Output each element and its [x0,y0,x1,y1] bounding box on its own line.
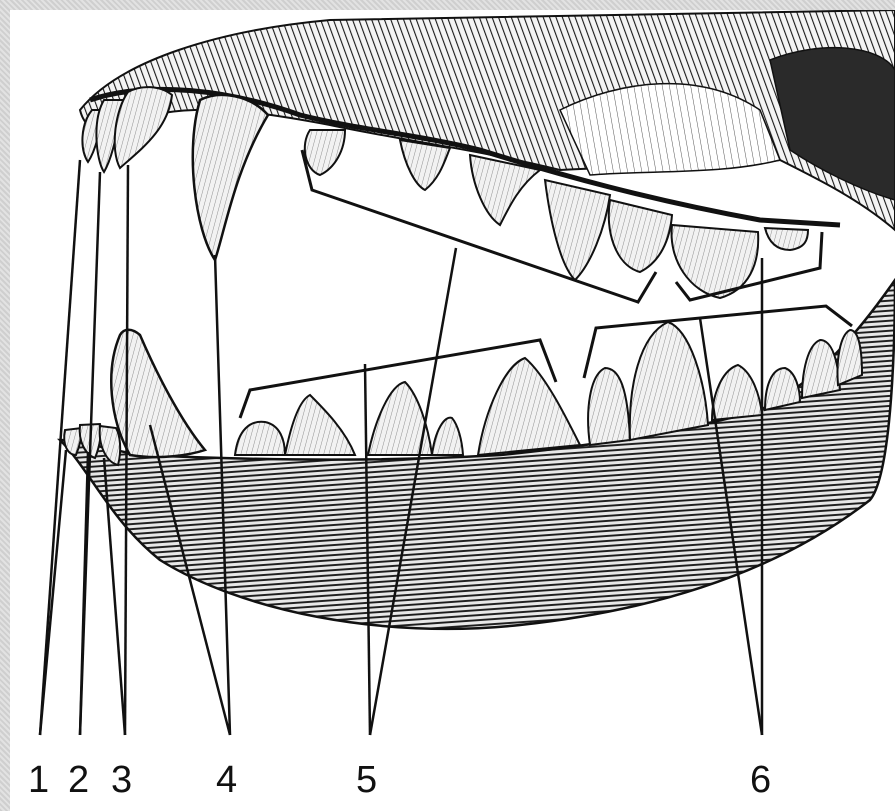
label-1: 1 [28,759,49,801]
label-3: 3 [111,759,132,801]
lower-premolar-4 [432,418,463,455]
upper-molar-3 [765,228,808,250]
lower-premolar-2 [285,395,355,455]
lower-molar-5 [802,340,840,398]
illustration-panel: 1 2 3 4 5 6 [10,10,895,811]
lower-molar-4 [765,368,800,410]
upper-premolar-1 [305,130,345,175]
jaw-diagram: 1 2 3 4 5 6 [10,10,895,811]
lower-premolar-1 [235,422,285,455]
label-6: 6 [750,759,771,801]
upper-canine [193,95,268,260]
upper-incisor-3 [115,87,172,168]
lower-molar-2 [630,322,708,440]
label-2: 2 [68,759,89,801]
lower-molar-3 [712,365,762,420]
label-5: 5 [356,759,377,801]
upper-premolar-4 [545,180,610,280]
lower-molar-1 [588,368,630,445]
lower-molar-6 [838,330,863,385]
upper-premolar-2 [400,140,450,190]
label-4: 4 [216,759,237,801]
lower-premolar-5 [478,358,580,455]
upper-molar-1 [609,200,672,272]
